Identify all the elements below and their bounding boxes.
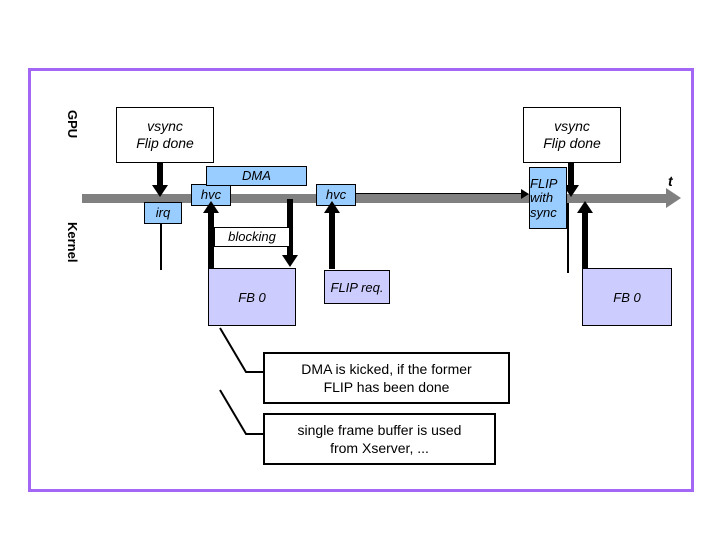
arrow-hvc2-to-flip-shaft: [356, 193, 522, 195]
note-dma-line1: DMA is kicked, if the former: [301, 360, 472, 377]
block-dma[interactable]: DMA: [206, 166, 307, 186]
arrow-fb0right-to-timeline-head-icon: [577, 201, 593, 213]
kernel-block-fb0-left[interactable]: FB 0: [208, 268, 296, 326]
note-dma-line2: FLIP has been done: [323, 379, 450, 395]
block-irq[interactable]: irq: [144, 202, 182, 224]
arrow-vsync2-to-timeline-head-icon: [563, 185, 579, 197]
gpu-event-box-2: vsync Flip done: [523, 107, 621, 163]
timeline-arrowhead-icon: [666, 188, 681, 208]
block-flip-with-sync[interactable]: FLIP with sync: [529, 167, 567, 229]
gpu-event-2-line2: Flip done: [543, 135, 601, 151]
leader-line-note-dma: [218, 326, 268, 380]
note-fb-line2: from Xserver, ...: [330, 440, 429, 456]
flip-with-sync-line3: sync: [530, 204, 557, 220]
arrow-flipreq-to-hvc2-shaft: [329, 212, 335, 269]
arrow-fb0left-to-hvc1-head-icon: [203, 201, 219, 213]
arrow-hvc2-to-flip-head-icon: [521, 189, 529, 199]
flip-with-sync-line1: FLIP: [530, 175, 558, 191]
timeline-axis: [82, 194, 667, 203]
arrow-flipreq-to-hvc2-head-icon: [324, 201, 340, 213]
arrow-dma-to-fb0left-head-icon: [282, 255, 298, 267]
irq-lifeline: [160, 224, 162, 270]
gpu-event-1-line2: Flip done: [136, 135, 194, 151]
arrow-vsync1-to-irq-head-icon: [152, 185, 168, 197]
gpu-event-2-line1: vsync: [554, 117, 590, 134]
flip-with-sync-lifeline: [567, 203, 569, 273]
arrow-vsync1-to-irq-shaft: [157, 163, 163, 189]
flip-with-sync-line2: with: [530, 190, 554, 206]
arrow-fb0right-to-timeline-shaft: [582, 212, 588, 269]
note-fb-line1: single frame buffer is used: [297, 421, 462, 438]
lane-label-kernel: Kernel: [65, 222, 80, 263]
gpu-event-box-1: vsync Flip done: [116, 107, 214, 163]
label-blocking: blocking: [214, 227, 290, 247]
kernel-block-flip-req[interactable]: FLIP req.: [324, 270, 390, 304]
note-dma-kicked: DMA is kicked, if the former FLIP has be…: [263, 352, 510, 404]
arrow-dma-to-fb0left-shaft: [287, 199, 293, 257]
axis-label-t: t: [668, 173, 673, 189]
note-single-framebuffer: single frame buffer is used from Xserver…: [263, 413, 496, 465]
kernel-block-fb0-right[interactable]: FB 0: [582, 268, 672, 326]
arrow-vsync2-to-timeline-shaft: [568, 163, 574, 189]
gpu-event-1-line1: vsync: [147, 117, 183, 134]
arrow-fb0left-to-hvc1-shaft: [208, 212, 214, 269]
block-hvc-2[interactable]: hvc: [316, 184, 356, 206]
leader-line-note-fb: [218, 388, 268, 442]
lane-label-gpu: GPU: [65, 110, 80, 139]
